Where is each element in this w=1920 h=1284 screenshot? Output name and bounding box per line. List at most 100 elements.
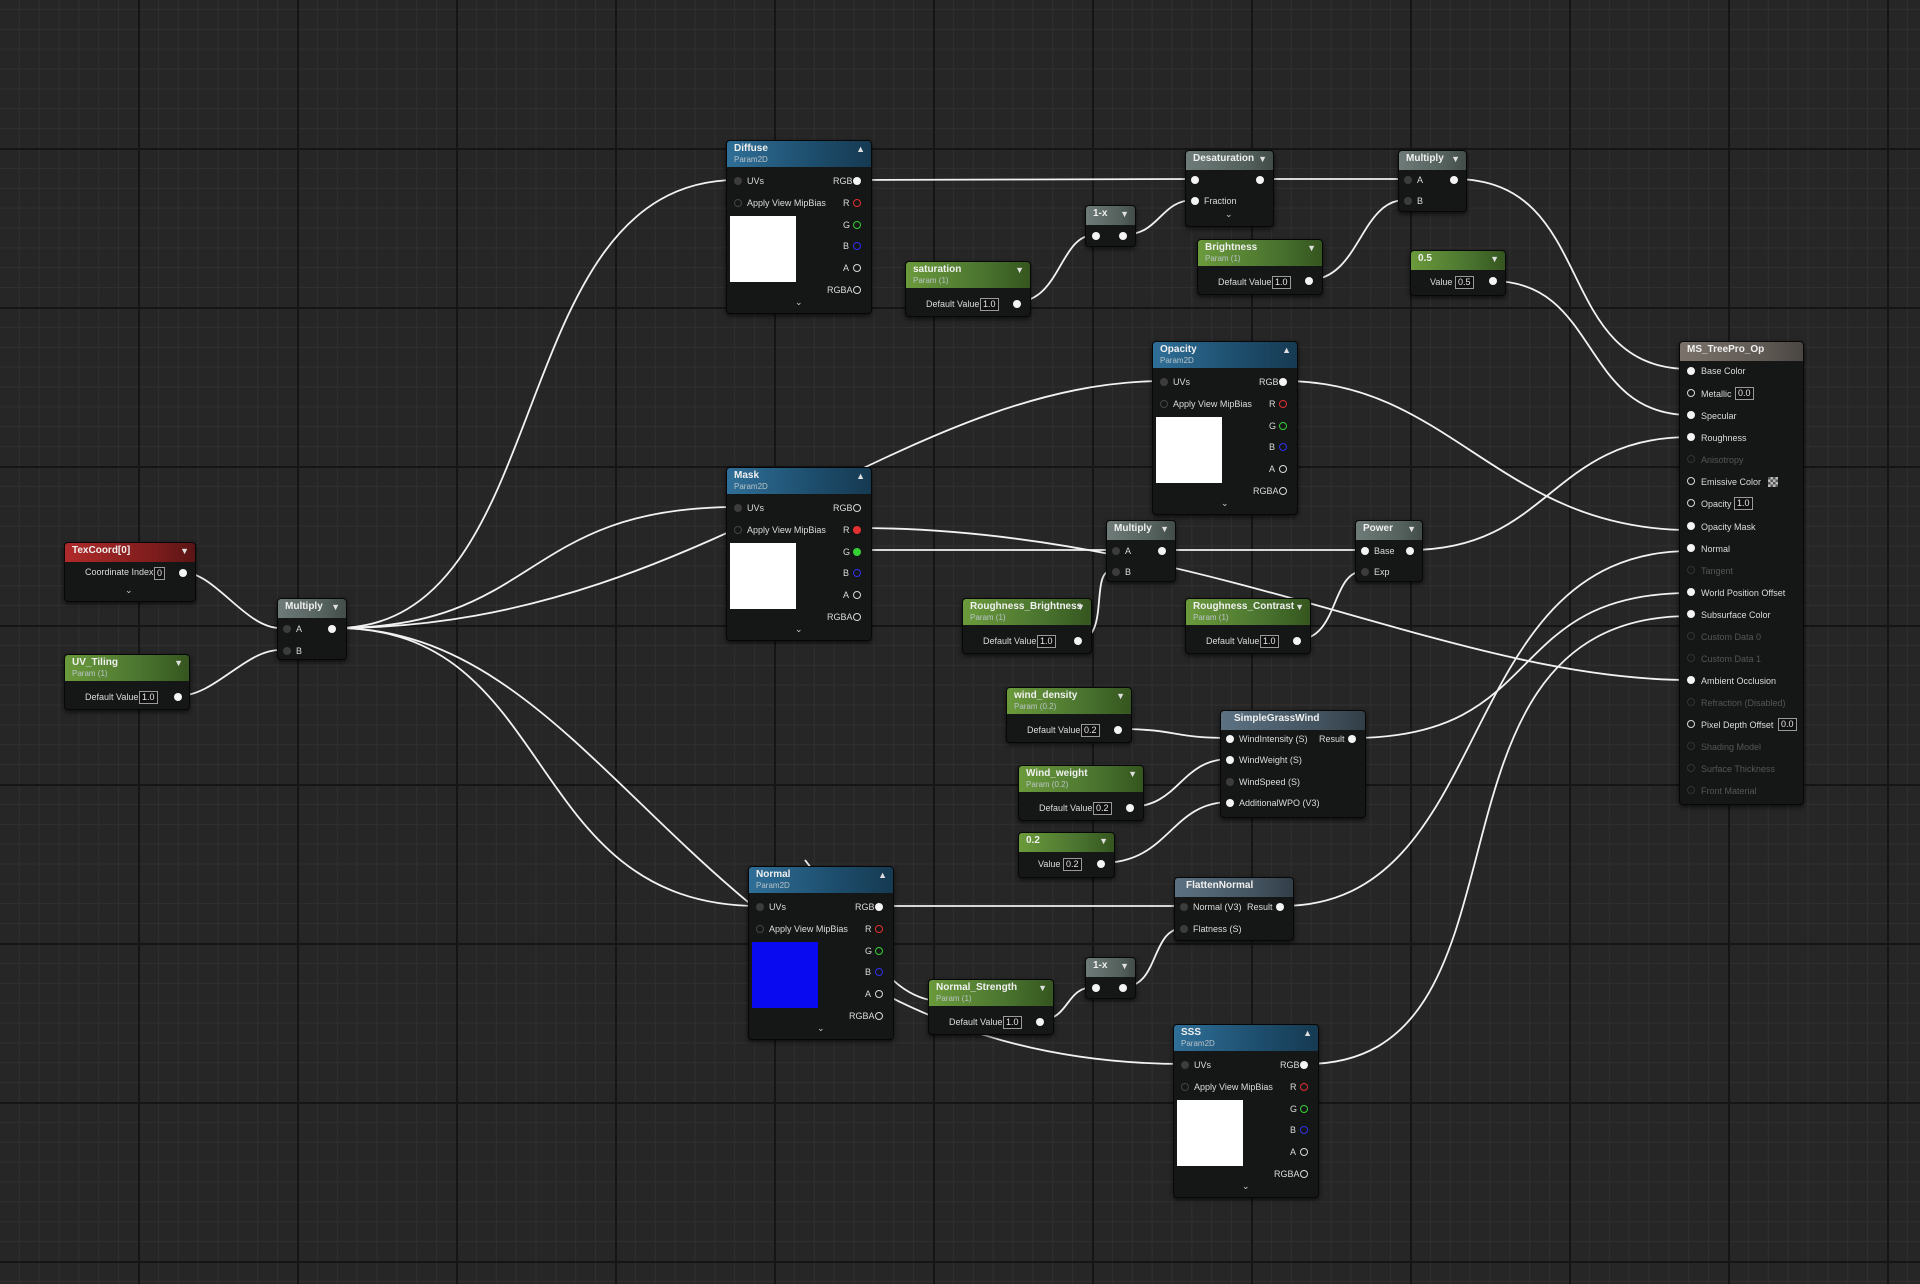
diffuse-texture-node[interactable]: Diffuse Param2D ▲ UVs Apply View MipBias… <box>726 140 872 314</box>
chevron-down-icon[interactable]: ▼ <box>1407 524 1416 534</box>
constant-header[interactable]: 0.2 ▼ <box>1019 833 1114 852</box>
value-field[interactable]: 0.2 <box>1063 858 1082 871</box>
wind-weight-param-node[interactable]: Wind_weight Param (0.2) ▼ Default Value … <box>1018 765 1144 821</box>
saturation-param-node[interactable]: saturation Param (1) ▼ Default Value 1.0 <box>905 261 1031 317</box>
default-value-field[interactable]: 1.0 <box>980 298 999 311</box>
chevron-down-icon[interactable]: ▼ <box>1258 154 1267 164</box>
material-header[interactable]: MS_TreePro_Op <box>1680 342 1803 361</box>
constant-header[interactable]: 0.5 ▼ <box>1411 251 1505 270</box>
exp-input-pin[interactable] <box>1361 568 1369 576</box>
output-pin[interactable] <box>1114 726 1122 734</box>
chevron-down-icon[interactable]: ⌄ <box>795 624 803 634</box>
g-output-pin[interactable] <box>853 221 861 229</box>
chevron-up-icon[interactable]: ▲ <box>1303 1028 1312 1038</box>
brightness-header[interactable]: Brightness Param (1) ▼ <box>1198 240 1322 266</box>
rgb-output-pin[interactable] <box>853 504 861 512</box>
result-output-pin[interactable] <box>1348 735 1356 743</box>
roughness-brightness-param-node[interactable]: Roughness_Brightness Param (1) ▼ Default… <box>962 598 1092 654</box>
chevron-down-icon[interactable]: ▼ <box>1120 961 1129 971</box>
uvs-input-pin[interactable] <box>1160 378 1168 386</box>
material-result-node[interactable]: MS_TreePro_Op Base Color Metallic 0.0 Sp… <box>1679 341 1804 805</box>
simple-grass-wind-header[interactable]: SimpleGrassWind <box>1221 711 1365 730</box>
chevron-down-icon[interactable]: ⌄ <box>817 1023 825 1033</box>
uvs-input-pin[interactable] <box>1181 1061 1189 1069</box>
value-field[interactable]: 0.5 <box>1455 276 1474 289</box>
metallic-value[interactable]: 0.0 <box>1735 387 1754 400</box>
shading-model-input-pin[interactable] <box>1687 742 1695 750</box>
output-pin[interactable] <box>1126 804 1134 812</box>
one-minus-bottom-node[interactable]: 1-x ▼ <box>1085 957 1136 999</box>
chevron-up-icon[interactable]: ▲ <box>1282 345 1291 355</box>
uv-tiling-header[interactable]: UV_Tiling Param (1) ▼ <box>65 655 189 681</box>
chevron-down-icon[interactable]: ▼ <box>180 546 189 556</box>
chevron-down-icon[interactable]: ▼ <box>1451 154 1460 164</box>
rgb-output-pin[interactable] <box>1279 378 1287 386</box>
output-pin[interactable] <box>1489 277 1497 285</box>
input-pin-b[interactable] <box>283 647 291 655</box>
normal-strength-param-node[interactable]: Normal_Strength Param (1) ▼ Default Valu… <box>928 979 1054 1035</box>
uvs-input-pin[interactable] <box>734 504 742 512</box>
r-output-pin[interactable] <box>1300 1083 1308 1091</box>
input-pin[interactable] <box>1191 176 1199 184</box>
texcoord-header[interactable]: TexCoord[0] ▼ <box>65 543 195 562</box>
rgba-output-pin[interactable] <box>875 1012 883 1020</box>
mipbias-input-pin[interactable] <box>1160 400 1168 408</box>
roughness-contrast-param-node[interactable]: Roughness_Contrast Param (1) ▼ Default V… <box>1185 598 1311 654</box>
chevron-down-icon[interactable]: ▼ <box>1160 524 1169 534</box>
opacity-mask-input-pin[interactable] <box>1687 522 1695 530</box>
input-pin[interactable] <box>1092 984 1100 992</box>
pdo-input-pin[interactable] <box>1687 720 1695 728</box>
r-output-pin[interactable] <box>875 925 883 933</box>
simple-grass-wind-node[interactable]: SimpleGrassWind WindIntensity (S) Result… <box>1220 710 1366 818</box>
chevron-up-icon[interactable]: ▲ <box>856 471 865 481</box>
opacity-input-pin[interactable] <box>1687 499 1695 507</box>
default-value-field[interactable]: 1.0 <box>1003 1016 1022 1029</box>
input-pin-b[interactable] <box>1404 197 1412 205</box>
input-pin[interactable] <box>1092 232 1100 240</box>
output-pin[interactable] <box>1119 232 1127 240</box>
mipbias-input-pin[interactable] <box>734 526 742 534</box>
a-output-pin[interactable] <box>1279 465 1287 473</box>
wind-intensity-input-pin[interactable] <box>1226 735 1234 743</box>
a-output-pin[interactable] <box>853 591 861 599</box>
rgba-output-pin[interactable] <box>853 286 861 294</box>
texcoord-node[interactable]: TexCoord[0] ▼ Coordinate Index 0 ⌄ <box>64 542 196 602</box>
output-pin[interactable] <box>1036 1018 1044 1026</box>
front-material-input-pin[interactable] <box>1687 786 1695 794</box>
chevron-up-icon[interactable]: ▲ <box>856 144 865 154</box>
chevron-down-icon[interactable]: ⌄ <box>1221 498 1229 508</box>
flatten-normal-node[interactable]: FlattenNormal Normal (V3) Result Flatnes… <box>1174 877 1294 941</box>
chevron-down-icon[interactable]: ⌄ <box>1225 209 1233 219</box>
one-minus-top-node[interactable]: 1-x ▼ <box>1085 205 1136 247</box>
mask-texture-node[interactable]: Mask Param2D ▲ UVs Apply View MipBias RG… <box>726 467 872 641</box>
output-pin[interactable] <box>1305 277 1313 285</box>
normal-texture-node[interactable]: Normal Param2D ▲ UVs Apply View MipBias … <box>748 866 894 1040</box>
saturation-header[interactable]: saturation Param (1) ▼ <box>906 262 1030 288</box>
opacity-header[interactable]: Opacity Param2D ▲ <box>1153 342 1297 368</box>
base-color-input-pin[interactable] <box>1687 367 1695 375</box>
g-output-pin[interactable] <box>853 548 861 556</box>
additional-wpo-input-pin[interactable] <box>1226 799 1234 807</box>
input-pin-a[interactable] <box>1112 547 1120 555</box>
output-pin[interactable] <box>174 693 182 701</box>
chevron-down-icon[interactable]: ▼ <box>1120 209 1129 219</box>
b-output-pin[interactable] <box>875 968 883 976</box>
rgba-output-pin[interactable] <box>1279 487 1287 495</box>
rgba-output-pin[interactable] <box>853 613 861 621</box>
chevron-down-icon[interactable]: ▼ <box>1128 769 1137 779</box>
chevron-down-icon[interactable]: ▼ <box>1099 836 1108 846</box>
chevron-down-icon[interactable]: ▼ <box>1307 243 1316 253</box>
normal-header[interactable]: Normal Param2D ▲ <box>749 867 893 893</box>
r-output-pin[interactable] <box>1279 400 1287 408</box>
constant-02-node[interactable]: 0.2 ▼ Value 0.2 <box>1018 832 1115 878</box>
normal-strength-header[interactable]: Normal_Strength Param (1) ▼ <box>929 980 1053 1006</box>
sss-header[interactable]: SSS Param2D ▲ <box>1174 1025 1318 1051</box>
flatten-normal-header[interactable]: FlattenNormal <box>1175 878 1293 897</box>
chevron-down-icon[interactable]: ▼ <box>1490 254 1499 264</box>
output-pin[interactable] <box>328 625 336 633</box>
mipbias-input-pin[interactable] <box>734 199 742 207</box>
specular-input-pin[interactable] <box>1687 411 1695 419</box>
b-output-pin[interactable] <box>853 242 861 250</box>
rgb-output-pin[interactable] <box>875 903 883 911</box>
normal-input-pin[interactable] <box>1687 544 1695 552</box>
